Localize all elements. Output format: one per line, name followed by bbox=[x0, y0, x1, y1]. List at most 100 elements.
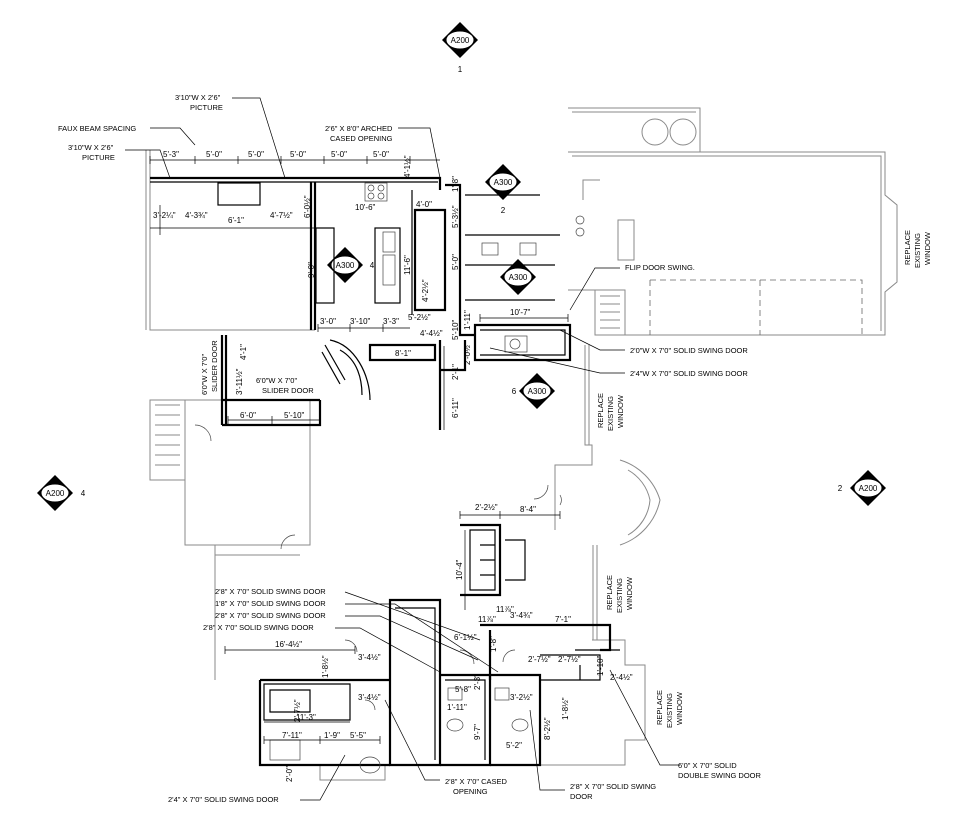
solid-bottom-line1: 2'8" X 7'0" SOLID SWING bbox=[570, 782, 656, 791]
arched-line2: CASED OPENING bbox=[330, 134, 393, 143]
dim-top: 5'-0" bbox=[290, 150, 306, 159]
slider-vert-line1: 6'0"W X 7'0" bbox=[200, 354, 209, 395]
dim-kitchen: 1'-8" bbox=[451, 176, 460, 192]
dim-bath: 6'-1½" bbox=[454, 633, 477, 642]
slider-horz-line1: 6'0"W X 7'0" bbox=[256, 376, 297, 385]
dim-top: 5'-0" bbox=[206, 150, 222, 159]
marker-num: 4 bbox=[370, 261, 375, 270]
faux-beam-label: FAUX BEAM SPACING bbox=[58, 124, 136, 133]
replace-4-line3: WINDOW bbox=[675, 691, 684, 725]
door-list-4: 2'8" X 7'0" SOLID SWING DOOR bbox=[203, 623, 314, 632]
dim-bath: 9'-7" bbox=[473, 724, 482, 740]
dim-top: 5'-0" bbox=[373, 150, 389, 159]
section-marker-a300-6: A300 6 bbox=[512, 373, 555, 409]
dim-bath: 2'-7½" bbox=[558, 655, 581, 664]
dim-top: 5'-0" bbox=[248, 150, 264, 159]
solid-2-0-label: 2'0"W X 7'0" SOLID SWING DOOR bbox=[630, 346, 748, 355]
dim-bath: 8'-2½" bbox=[543, 717, 552, 740]
section-marker-a300-2: A300 2 bbox=[485, 164, 521, 215]
dim-kitchen: 10'-7" bbox=[510, 308, 531, 317]
dim-bath: 3'-4½" bbox=[358, 653, 381, 662]
dim-bath: 3'-4¾" bbox=[510, 611, 533, 620]
marker-ref: A300 bbox=[494, 178, 513, 187]
dim-kitchen: 5'-0" bbox=[451, 254, 460, 270]
replace-4-line2: EXISTING bbox=[665, 693, 674, 728]
dim-mid: 6'-11" bbox=[451, 398, 460, 418]
section-marker-a200-1: A200 1 bbox=[442, 22, 478, 74]
dim-bath: 2'-7½" bbox=[293, 699, 302, 722]
replace-1-line3: WINDOW bbox=[923, 231, 932, 265]
dim-bath: 2'-4½" bbox=[610, 673, 633, 682]
dim-mid: 4'-1" bbox=[239, 344, 248, 360]
picture-top-line2: PICTURE bbox=[190, 103, 223, 112]
arched-line1: 2'6" X 8'0" ARCHED bbox=[325, 124, 393, 133]
dim-bath: 1'-8½" bbox=[321, 655, 330, 678]
dim-top: 5'-0" bbox=[331, 150, 347, 159]
marker-num: 2 bbox=[501, 206, 506, 215]
existing-structure bbox=[145, 107, 898, 781]
dim-family: 6'-0½" bbox=[303, 195, 312, 218]
dim-bath: 7'-11" bbox=[282, 731, 302, 740]
replace-2-line1: REPLACE bbox=[596, 393, 605, 428]
marker-num: 6 bbox=[512, 387, 517, 396]
slider-horz-line2: SLIDER DOOR bbox=[262, 386, 314, 395]
door-list-2: 1'8" X 7'0" SOLID SWING DOOR bbox=[215, 599, 326, 608]
replace-2-line2: EXISTING bbox=[606, 396, 615, 431]
dim-kitchen: 9'-0" bbox=[307, 262, 316, 278]
dim-kitchen: 5'-2½" bbox=[408, 313, 431, 322]
replace-1-line2: EXISTING bbox=[913, 233, 922, 268]
marker-ref: A300 bbox=[509, 273, 528, 282]
marker-num: 1 bbox=[458, 65, 463, 74]
dim-mid: 3'-11½" bbox=[235, 368, 244, 395]
dim-bath: 1'-8½" bbox=[561, 697, 570, 720]
solid-2-4-bottom-label: 2'4" X 7'0" SOLID SWING DOOR bbox=[168, 795, 279, 804]
solid-bottom-line2: DOOR bbox=[570, 792, 593, 801]
dim-kitchen: 11'-6" bbox=[403, 255, 412, 275]
marker-ref: A200 bbox=[451, 36, 470, 45]
section-marker-a300-mid: A300 bbox=[500, 259, 536, 295]
dim-bath: 1'-8" bbox=[489, 636, 498, 652]
new-walls bbox=[150, 176, 620, 767]
section-marker-a200-2: A200 2 bbox=[838, 470, 886, 506]
dim-family: 4'-7½" bbox=[270, 211, 293, 220]
marker-num: 2 bbox=[838, 484, 843, 493]
dimension-labels: 5'-3" 5'-0" 5'-0" 5'-0" 5'-0" 5'-0" 3'-2… bbox=[153, 150, 633, 782]
dim-bath: 2'-7½" bbox=[528, 655, 551, 664]
dim-kitchen: 4'-1½" bbox=[403, 155, 412, 178]
double-swing-line2: DOUBLE SWING DOOR bbox=[678, 771, 762, 780]
callouts: 3'10"W X 2'6" PICTURE FAUX BEAM SPACING … bbox=[58, 93, 932, 804]
dim-mid: 5'-10" bbox=[451, 319, 460, 340]
dim-mid: 2'-0½" bbox=[463, 342, 472, 365]
dim-bath: 1'-10" bbox=[596, 655, 605, 676]
dim-bath: 2'-0" bbox=[285, 766, 294, 782]
dim-kitchen: 4'-2½" bbox=[421, 279, 430, 302]
replace-3-line3: WINDOW bbox=[625, 576, 634, 610]
door-list-3: 2'8" X 7'0" SOLID SWING DOOR bbox=[215, 611, 326, 620]
replace-2-line3: WINDOW bbox=[616, 394, 625, 428]
dim-bath: 11⅞" bbox=[478, 615, 496, 624]
dim-kitchen-bottom: 3'-0" bbox=[320, 317, 336, 326]
dim-bath: 5'-5" bbox=[350, 731, 366, 740]
dim-mid: 2'-1" bbox=[451, 364, 460, 380]
slider-vert-line2: SLIDER DOOR bbox=[210, 340, 219, 392]
flip-door-label: FLIP DOOR SWING. bbox=[625, 263, 695, 272]
marker-ref: A300 bbox=[336, 261, 355, 270]
dim-kitchen: 10'-6" bbox=[355, 203, 376, 212]
marker-ref: A200 bbox=[46, 489, 65, 498]
marker-num: 4 bbox=[81, 489, 86, 498]
picture-top-line1: 3'10"W X 2'6" bbox=[175, 93, 221, 102]
replace-4-line1: REPLACE bbox=[655, 690, 664, 725]
dim-bath: 5'-8" bbox=[455, 685, 471, 694]
dim-kitchen-bottom: 3'-3" bbox=[383, 317, 399, 326]
dim-family: 6'-1" bbox=[228, 216, 244, 225]
dim-bath: 16'-4½" bbox=[275, 640, 302, 649]
section-marker-a200-4: A200 4 bbox=[37, 475, 86, 511]
dim-kitchen-bottom: 3'-10" bbox=[350, 317, 371, 326]
dim-lower: 10'-4" bbox=[455, 559, 464, 580]
dim-family: 3'-2¼" bbox=[153, 211, 176, 220]
dimension-lines bbox=[149, 156, 600, 744]
dim-lower: 2'-2½" bbox=[475, 503, 498, 512]
solid-2-4-label: 2'4"W X 7'0" SOLID SWING DOOR bbox=[630, 369, 748, 378]
dim-kitchen: 5'-3½" bbox=[451, 205, 460, 228]
